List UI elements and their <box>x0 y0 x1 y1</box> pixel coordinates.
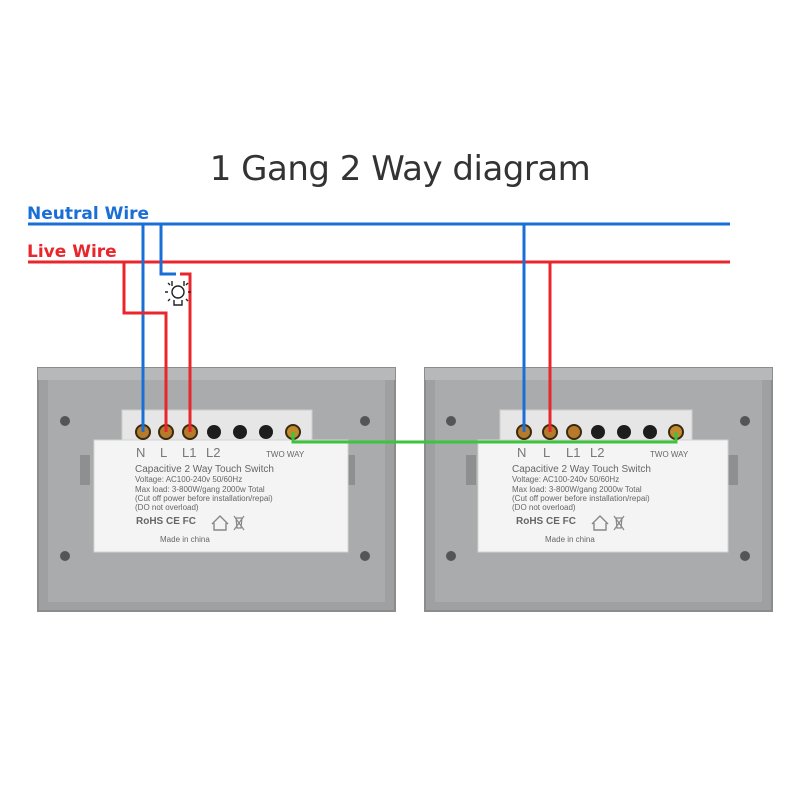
max-load-spec: Max load: 3-800W/gang 2000w Total <box>512 485 642 494</box>
terminal-screw-l2 <box>207 425 221 439</box>
terminal-screw-l2 <box>591 425 605 439</box>
safety-warning: (Cut off power before installation/repai… <box>512 494 650 503</box>
live-wire-label: Live Wire <box>27 242 117 262</box>
terminal-label-n: N <box>136 445 145 460</box>
origin-label: Made in china <box>160 535 210 544</box>
home-icon <box>211 515 229 531</box>
weee-bin-icon <box>233 515 245 531</box>
terminal-label-l1: L1 <box>182 445 196 460</box>
weee-bin-icon <box>613 515 625 531</box>
cert-marks: RoHS CE FC <box>136 516 196 527</box>
terminal-label-l: L <box>160 445 167 460</box>
switch-right: N L L1 L2 TWO WAY Capacitive 2 Way Touch… <box>424 367 773 612</box>
max-load-spec: Max load: 3-800W/gang 2000w Total <box>135 485 265 494</box>
switch-module-body <box>93 439 349 553</box>
two-way-label: TWO WAY <box>650 450 689 459</box>
product-name: Capacitive 2 Way Touch Switch <box>135 464 274 475</box>
terminal-screw <box>233 425 247 439</box>
two-way-link-wire <box>291 432 678 444</box>
terminal-screw <box>643 425 657 439</box>
diagram-title: 1 Gang 2 Way diagram <box>210 149 591 189</box>
overload-warning: (DO not overload) <box>512 503 576 512</box>
mounting-hole <box>360 416 370 426</box>
mounting-hole <box>446 551 456 561</box>
product-name: Capacitive 2 Way Touch Switch <box>512 464 651 475</box>
two-way-label: TWO WAY <box>266 450 305 459</box>
switch-module-body <box>477 439 729 553</box>
terminal-screw <box>259 425 273 439</box>
mounting-hole <box>60 551 70 561</box>
mounting-hole <box>740 416 750 426</box>
mounting-hole <box>60 416 70 426</box>
terminal-label-l2: L2 <box>590 445 604 460</box>
neutral-wire-label: Neutral Wire <box>27 204 149 224</box>
safety-warning: (Cut off power before installation/repai… <box>135 494 273 503</box>
light-bulb-icon <box>165 281 191 306</box>
cert-marks: RoHS CE FC <box>516 516 576 527</box>
terminal-label-n: N <box>517 445 526 460</box>
mounting-hole <box>360 551 370 561</box>
terminal-screw-l1 <box>566 424 582 440</box>
terminal-label-l1: L1 <box>566 445 580 460</box>
terminal-screw <box>617 425 631 439</box>
switch-left: N L L1 L2 TWO WAY Capacitive 2 Way Touch… <box>37 367 396 612</box>
mounting-hole <box>740 551 750 561</box>
mounting-hole <box>446 416 456 426</box>
terminal-label-l: L <box>543 445 550 460</box>
lamp-load-wire <box>180 272 192 432</box>
origin-label: Made in china <box>545 535 595 544</box>
voltage-spec: Voltage: AC100-240v 50/60Hz <box>512 475 619 484</box>
terminal-label-l2: L2 <box>206 445 220 460</box>
overload-warning: (DO not overload) <box>135 503 199 512</box>
voltage-spec: Voltage: AC100-240v 50/60Hz <box>135 475 242 484</box>
left-live-drop <box>122 262 168 432</box>
home-icon <box>591 515 609 531</box>
lamp-neutral-wire <box>159 224 176 276</box>
